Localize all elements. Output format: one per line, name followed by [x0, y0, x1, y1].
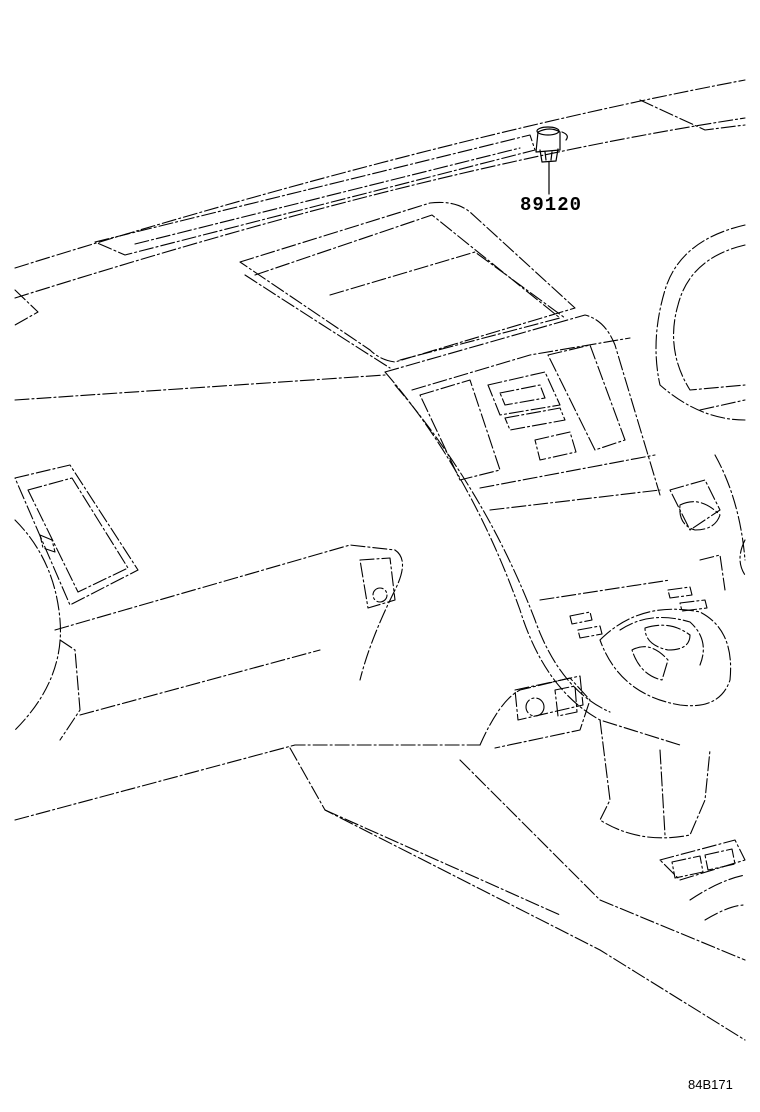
figure-code: 84B171 [688, 1077, 733, 1092]
center-stack [384, 314, 681, 746]
sensor-part-89120 [535, 126, 568, 163]
shifter-console [569, 586, 732, 707]
dashboard-top-edge [14, 79, 746, 326]
steering-column [655, 224, 746, 591]
display-hood [239, 201, 576, 369]
passenger-dash [14, 374, 746, 1041]
part-number-label: 89120 [520, 194, 583, 216]
lower-console [459, 675, 746, 961]
